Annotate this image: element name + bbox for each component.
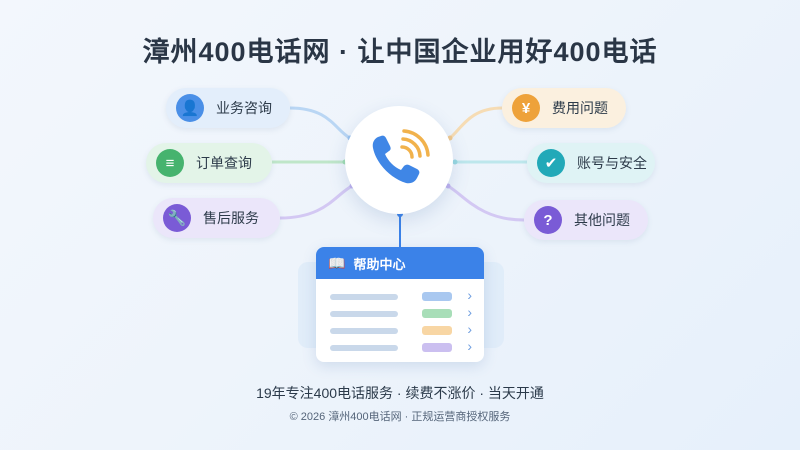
shield-icon: ✔ <box>537 149 565 177</box>
pill-after-sales[interactable]: 🔧 售后服务 <box>153 198 280 238</box>
chevron-right-icon: › <box>467 287 472 303</box>
wrench-icon: 🔧 <box>163 204 191 232</box>
connector-aftersales <box>279 184 353 220</box>
pill-order-query[interactable]: ≡ 订单查询 <box>146 143 272 183</box>
help-row[interactable]: › <box>330 338 472 354</box>
help-row[interactable]: › <box>330 287 472 303</box>
page-title: 漳州400电话网 · 让中国企业用好400电话 <box>142 37 658 67</box>
pill-fees[interactable]: ¥ 费用问题 <box>502 88 626 128</box>
book-icon: 📖 <box>328 254 346 271</box>
phone-signal-icon <box>372 129 430 184</box>
pill-label: 订单查询 <box>196 155 252 171</box>
chevron-right-icon: › <box>467 338 472 354</box>
help-row[interactable]: › <box>330 321 472 337</box>
help-center-header: 📖 帮助中心 <box>316 247 484 279</box>
pill-label: 账号与安全 <box>577 155 647 171</box>
connector-fees <box>449 106 503 140</box>
pill-other-questions[interactable]: ? 其他问题 <box>524 200 648 240</box>
document-icon: ≡ <box>156 149 184 177</box>
row-tag <box>422 292 452 301</box>
connector-business <box>289 106 351 140</box>
chevron-right-icon: › <box>467 321 472 337</box>
row-text-placeholder <box>330 345 398 351</box>
row-text-placeholder <box>330 328 398 334</box>
connector-other <box>447 184 525 222</box>
copyright: © 2026 漳州400电话网 · 正规运营商授权服务 <box>289 411 511 423</box>
user-icon: 👤 <box>176 94 204 122</box>
pill-label: 费用问题 <box>552 100 608 116</box>
row-text-placeholder <box>330 311 398 317</box>
help-center-title: 帮助中心 <box>353 256 406 272</box>
pill-label: 售后服务 <box>203 210 259 226</box>
pill-label: 业务咨询 <box>216 100 272 116</box>
help-center-panel[interactable]: 📖 帮助中心 › › › › <box>316 247 484 362</box>
pill-business-consult[interactable]: 👤 业务咨询 <box>166 88 290 128</box>
row-text-placeholder <box>330 294 398 300</box>
question-icon: ? <box>534 206 562 234</box>
row-tag <box>422 326 452 335</box>
phone-hub[interactable] <box>345 106 453 214</box>
yen-icon: ¥ <box>512 94 540 122</box>
tagline: 19年专注400电话服务 · 续费不涨价 · 当天开通 <box>256 385 544 401</box>
row-tag <box>422 343 452 352</box>
help-row[interactable]: › <box>330 304 472 320</box>
pill-account-security[interactable]: ✔ 账号与安全 <box>527 143 655 183</box>
chevron-right-icon: › <box>467 304 472 320</box>
row-tag <box>422 309 452 318</box>
pill-label: 其他问题 <box>574 212 630 228</box>
